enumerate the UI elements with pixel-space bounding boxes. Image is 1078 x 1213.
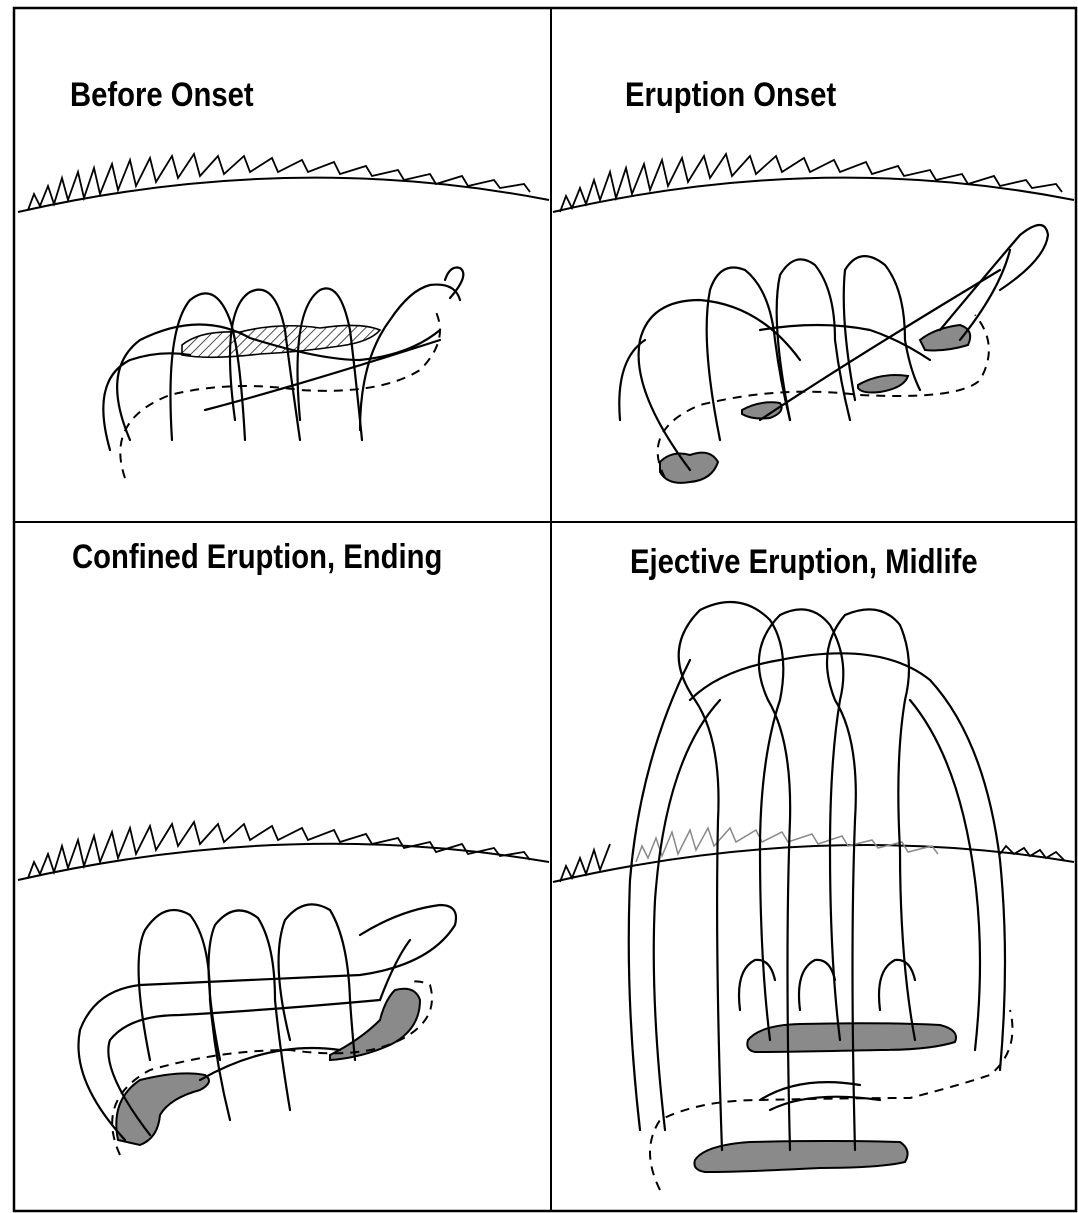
flare-ribbon bbox=[694, 1141, 907, 1172]
panel-eruption-onset-drawing bbox=[553, 154, 1074, 483]
panel-confined-eruption-drawing bbox=[18, 822, 549, 1155]
spicules bbox=[560, 154, 1062, 212]
panel-title-confined-eruption: Confined Eruption, Ending bbox=[72, 538, 442, 577]
flare-ribbon bbox=[858, 375, 908, 392]
panel-ejective-eruption-drawing bbox=[553, 602, 1074, 1190]
spicules bbox=[28, 154, 530, 210]
solar-limb bbox=[553, 178, 1074, 212]
panel-title-eruption-onset: Eruption Onset bbox=[625, 76, 836, 115]
flare-ribbon bbox=[116, 1073, 209, 1145]
panel-title-before-onset: Before Onset bbox=[70, 76, 254, 115]
spicules bbox=[560, 844, 610, 882]
flare-ribbon bbox=[747, 1023, 956, 1052]
panel-before-onset-drawing bbox=[18, 154, 549, 478]
spicules-behind bbox=[636, 828, 938, 862]
panel-title-ejective-eruption: Ejective Eruption, Midlife bbox=[630, 543, 978, 582]
